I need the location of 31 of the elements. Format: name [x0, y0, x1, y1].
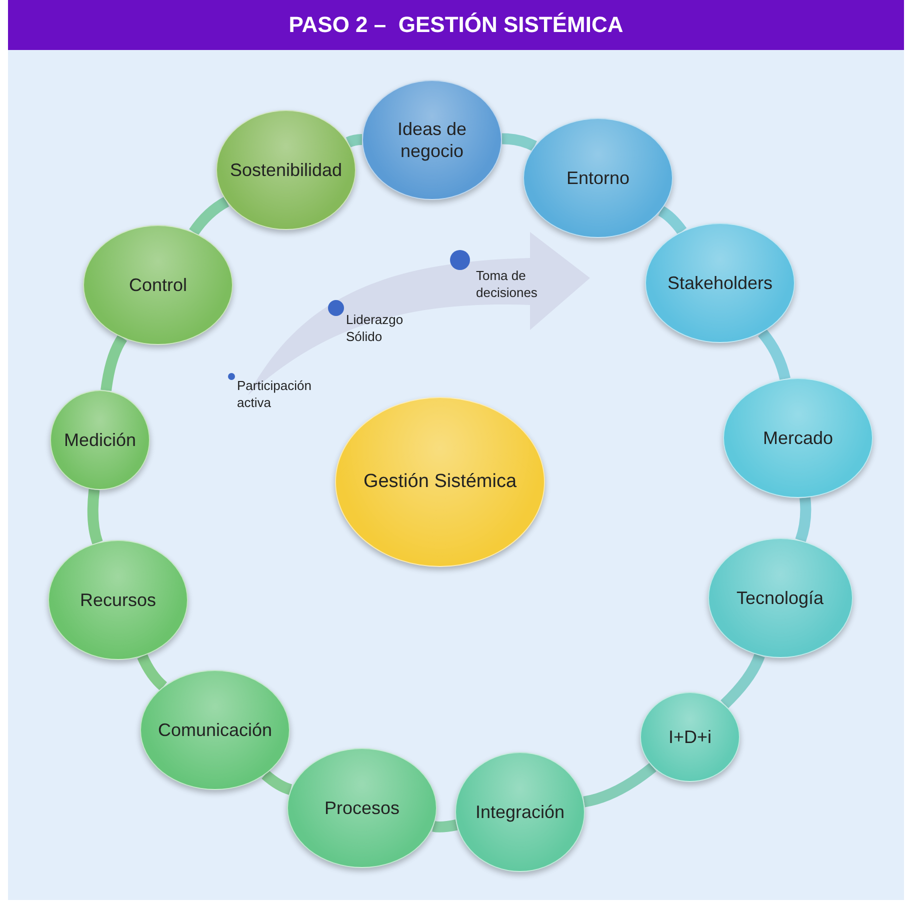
node-text: Ideas de negocio: [396, 118, 468, 162]
title-banner: PASO 2 – GESTIÓN SISTÉMICA: [8, 0, 904, 50]
node-text: Recursos: [78, 588, 158, 612]
ring-connector: [795, 497, 812, 542]
node-text: Gestión Sistémica: [362, 470, 518, 494]
step-label: Toma de decisiones: [476, 268, 538, 302]
node-text: Mercado: [762, 426, 834, 450]
step-label: Liderazgo Sólido: [346, 312, 404, 346]
ring-connector: [346, 134, 362, 148]
node-text: Medición: [62, 428, 138, 452]
ring-connector: [758, 329, 790, 380]
ring-connector: [100, 334, 128, 392]
ring-connector: [432, 819, 458, 832]
ring-connector: [720, 654, 765, 708]
ring-connector: [262, 770, 292, 795]
node-text: Sostenibilidad: [228, 158, 344, 182]
ring-connector: [189, 196, 230, 236]
node-text: Integración: [474, 800, 566, 824]
node-text: Stakeholders: [666, 272, 774, 294]
ring-connector: [87, 489, 103, 544]
node-text: I+D+i: [667, 726, 713, 748]
node-text: Entorno: [565, 166, 631, 190]
ring-connector: [658, 206, 687, 235]
node-text: Tecnología: [735, 586, 825, 610]
ring-connector: [583, 762, 656, 808]
node-text: Procesos: [323, 796, 401, 820]
node-text: Comunicación: [156, 718, 274, 742]
ring-connector: [502, 133, 537, 152]
ring-connector: [137, 654, 168, 691]
step-label: Participación activa: [237, 378, 312, 412]
node-text: Control: [128, 274, 188, 296]
